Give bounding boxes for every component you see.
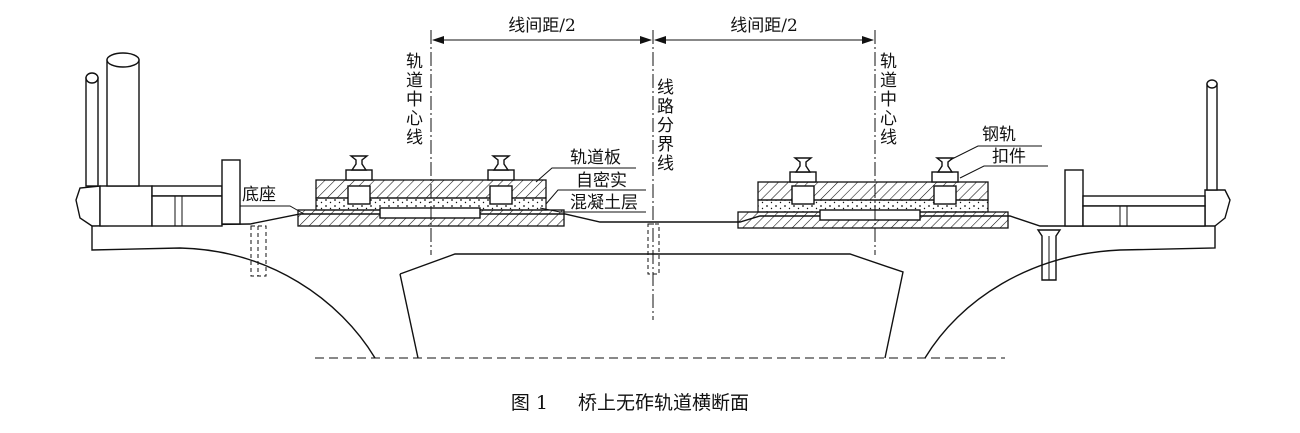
right-edge-structure	[1064, 79, 1231, 227]
figure-title: 桥上无砟轨道横断面	[578, 392, 749, 414]
track-centerline-label-left: 轨道中心线	[402, 52, 423, 147]
bridge-girder	[91, 213, 1216, 359]
rail-label: 钢轨	[982, 125, 1016, 145]
self-compacting-label: 自密实	[576, 171, 627, 191]
fastener-label: 扣件	[992, 147, 1026, 167]
figure-number: 图 1	[511, 392, 548, 414]
leader-scc	[545, 189, 646, 205]
half-spacing-label-left: 线间距/2	[508, 16, 576, 36]
drain-holes	[250, 223, 1062, 281]
half-spacing-label-right: 线间距/2	[730, 16, 798, 36]
leader-base	[240, 205, 305, 215]
track-slab-label: 轨道板	[570, 148, 621, 168]
leader-rail	[949, 145, 1042, 161]
base-label: 底座	[242, 185, 276, 205]
line-boundary-label: 线路分界线	[653, 78, 674, 173]
right-track	[737, 157, 1009, 229]
right-track-slab	[757, 181, 989, 201]
track-centerline-label-right: 轨道中心线	[876, 52, 897, 147]
leader-concrete	[539, 207, 646, 213]
leader-fastener	[959, 165, 1048, 179]
concrete-layer-label: 混凝土层	[570, 193, 638, 213]
leader-track-slab	[535, 167, 636, 183]
left-edge-structure	[75, 52, 241, 227]
